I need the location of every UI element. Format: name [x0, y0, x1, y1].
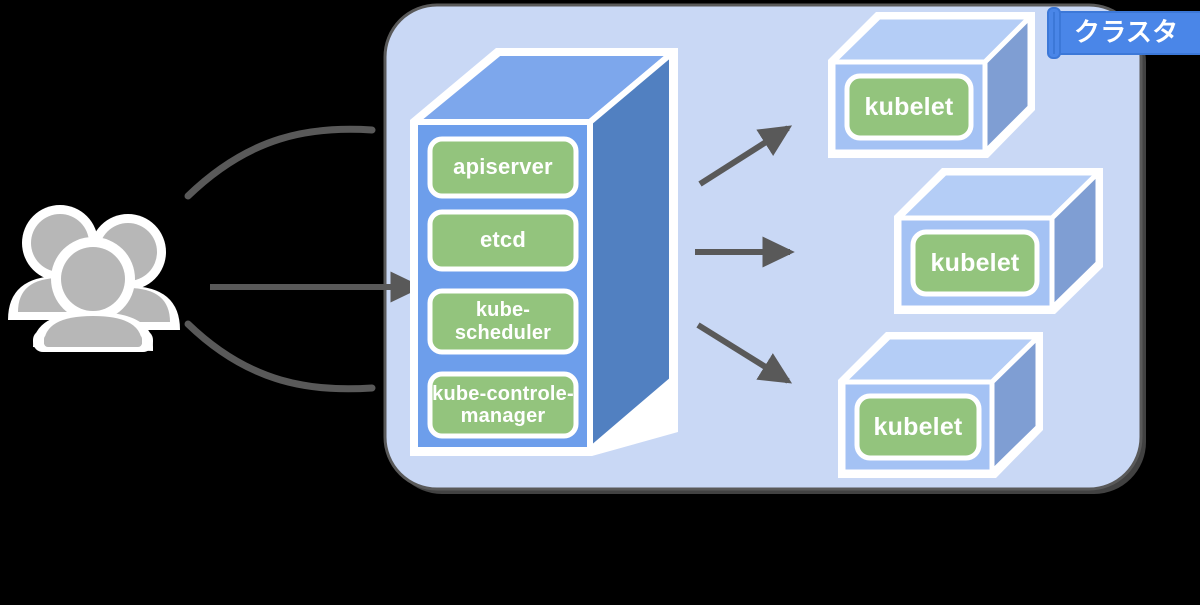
worker-node-1[interactable] — [828, 12, 1035, 158]
label-kube-controle-manager: kube-controle- manager — [428, 374, 578, 436]
label-kube-controle-manager-line2: manager — [460, 405, 546, 427]
label-kube-scheduler: kube-scheduler — [454, 299, 552, 344]
users-icon — [8, 205, 180, 352]
connector-master-node-3 — [696, 322, 793, 384]
connector-user-top — [184, 125, 376, 200]
label-kubelet-2: kubelet — [930, 249, 1020, 277]
worker-node-2[interactable] — [894, 168, 1103, 314]
label-etcd: etcd — [479, 227, 527, 253]
connector-user-bottom — [184, 320, 376, 393]
label-apiserver: apiserver — [453, 154, 553, 180]
cluster-banner-body — [1052, 11, 1200, 55]
kubelet-chip-3[interactable] — [854, 393, 982, 461]
cluster-banner[interactable] — [1047, 7, 1200, 59]
connector-master-node-1 — [698, 125, 793, 187]
label-kubelet-1: kubelet — [864, 93, 954, 121]
kubelet-chip-2[interactable] — [910, 229, 1040, 297]
component-kube-controle-manager[interactable] — [427, 371, 579, 439]
label-kube-controle-manager-line1: kube-controle- — [432, 382, 574, 405]
label-kubelet-3: kubelet — [873, 413, 963, 441]
component-kube-scheduler[interactable] — [427, 288, 579, 355]
worker-node-3[interactable] — [838, 332, 1043, 478]
component-apiserver[interactable] — [427, 136, 579, 199]
master-node[interactable] — [410, 48, 678, 456]
component-etcd[interactable] — [427, 209, 579, 272]
label-cluster: クラスタ — [1074, 17, 1179, 48]
kubelet-chip-1[interactable] — [844, 73, 974, 141]
